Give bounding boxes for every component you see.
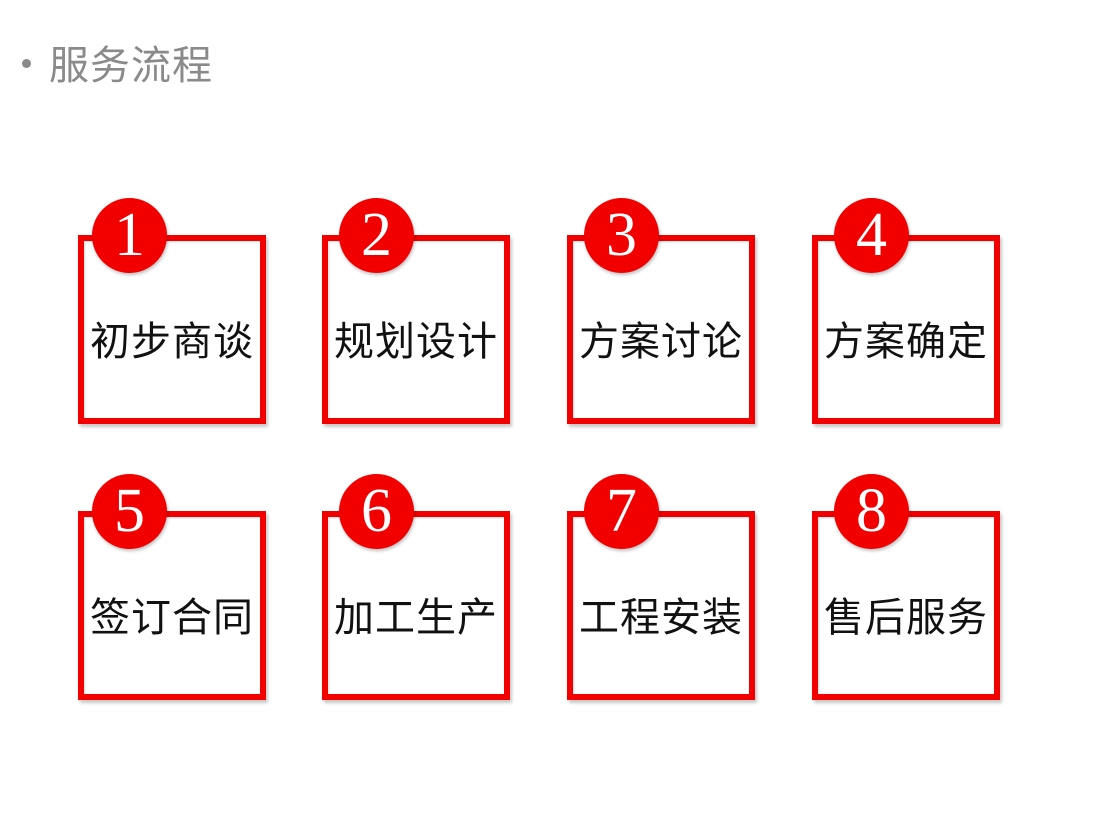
step-number: 3 — [606, 200, 637, 269]
section-heading: 服务流程 — [22, 34, 213, 90]
step-card-5: 签订合同 — [78, 511, 266, 700]
step-number-badge-2: 2 — [339, 198, 414, 273]
bullet-icon — [22, 58, 31, 68]
step-number-badge-1: 1 — [92, 198, 167, 273]
step-label: 方案确定 — [824, 319, 988, 365]
step-number-badge-4: 4 — [834, 198, 909, 273]
step-number-badge-5: 5 — [92, 474, 167, 549]
step-number: 6 — [361, 476, 392, 545]
step-card-1: 初步商谈 — [78, 235, 266, 424]
step-card-4: 方案确定 — [812, 235, 1000, 424]
step-number-badge-8: 8 — [834, 474, 909, 549]
step-label: 规划设计 — [334, 319, 498, 365]
step-card-8: 售后服务 — [812, 511, 1000, 700]
step-number: 7 — [606, 476, 637, 545]
step-number: 5 — [114, 476, 145, 545]
step-number-badge-7: 7 — [584, 474, 659, 549]
step-number: 4 — [856, 200, 887, 269]
section-title: 服务流程 — [49, 43, 213, 89]
step-label: 工程安装 — [579, 595, 743, 641]
step-label: 签订合同 — [90, 595, 254, 641]
step-number-badge-3: 3 — [584, 198, 659, 273]
step-label: 售后服务 — [824, 595, 988, 641]
step-number: 1 — [114, 200, 145, 269]
step-card-2: 规划设计 — [322, 235, 510, 424]
step-label: 加工生产 — [334, 595, 498, 641]
step-label: 方案讨论 — [579, 319, 743, 365]
step-card-6: 加工生产 — [322, 511, 510, 700]
step-number: 8 — [856, 476, 887, 545]
step-card-7: 工程安装 — [567, 511, 755, 700]
step-number-badge-6: 6 — [339, 474, 414, 549]
step-number: 2 — [361, 200, 392, 269]
step-card-3: 方案讨论 — [567, 235, 755, 424]
step-label: 初步商谈 — [90, 319, 254, 365]
